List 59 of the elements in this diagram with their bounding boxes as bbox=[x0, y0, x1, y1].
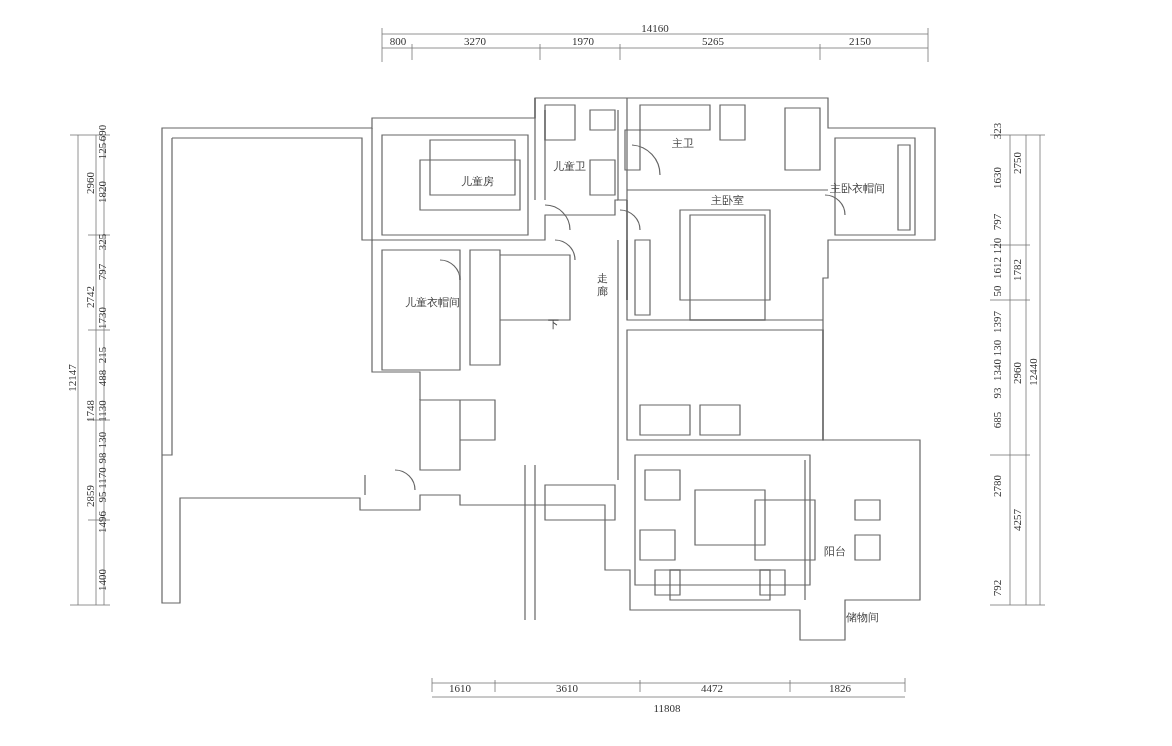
room-label: 儿童房 bbox=[460, 175, 494, 187]
dimension-label: 1130 bbox=[96, 400, 108, 422]
dimension-label: 1610 bbox=[449, 682, 471, 694]
dimension-label: 4472 bbox=[701, 682, 723, 694]
dimension-label: 1397 bbox=[991, 311, 1003, 333]
dimension-label: 488 bbox=[96, 369, 108, 387]
dimension-label: 1820 bbox=[96, 181, 108, 203]
room-label: 主卧衣帽间 bbox=[829, 182, 885, 194]
dimension-label: 1826 bbox=[829, 682, 851, 694]
dimension-label: 1496 bbox=[96, 511, 108, 533]
dimension-label: 1612 bbox=[991, 257, 1003, 279]
dimension-label: 130 bbox=[96, 431, 108, 449]
room-label: 儿童卫 bbox=[552, 160, 586, 172]
dimension-label: 130 bbox=[991, 339, 1003, 357]
room-label: 主卧室 bbox=[710, 194, 744, 206]
dimension-label: 800 bbox=[389, 35, 407, 47]
dimension-label: 95 bbox=[96, 491, 108, 503]
dimension-label: 2960 bbox=[84, 172, 96, 194]
dimension-label: 792 bbox=[991, 579, 1003, 597]
dimension-label: 1400 bbox=[96, 569, 108, 591]
room-label: 下 bbox=[547, 318, 559, 330]
dimension-label: 685 bbox=[991, 411, 1003, 429]
dimension-label: 3610 bbox=[556, 682, 578, 694]
dimension-label: 12147 bbox=[66, 364, 78, 392]
dimension-label: 98 bbox=[96, 452, 108, 464]
dimension-label: 2750 bbox=[1011, 152, 1023, 174]
dimension-label: 93 bbox=[991, 387, 1003, 399]
dimension-label: 215 bbox=[96, 346, 108, 364]
dimension-label: 125 bbox=[96, 142, 108, 160]
dimension-label: 1970 bbox=[572, 35, 594, 47]
dimension-label: 12440 bbox=[1027, 358, 1039, 386]
room-label: 主卫 bbox=[672, 137, 694, 149]
dimension-label: 1340 bbox=[991, 359, 1003, 381]
dimension-label: 2960 bbox=[1011, 362, 1023, 384]
dimension-label: 1782 bbox=[1011, 259, 1023, 281]
room-label: 阳台 bbox=[824, 545, 846, 557]
dimension-label: 325 bbox=[96, 233, 108, 251]
dimension-label: 323 bbox=[991, 122, 1003, 140]
dimension-label: 14160 bbox=[641, 22, 669, 34]
dimension-label: 5265 bbox=[702, 35, 724, 47]
dimension-label: 50 bbox=[991, 285, 1003, 297]
dimension-label: 1748 bbox=[84, 400, 96, 422]
dimension-label: 2780 bbox=[991, 475, 1003, 497]
dimension-label: 2742 bbox=[84, 286, 96, 308]
dimension-label: 1630 bbox=[991, 167, 1003, 189]
dimension-label: 1170 bbox=[96, 467, 108, 489]
room-label: 走廊 bbox=[596, 272, 608, 298]
dimension-label: 2150 bbox=[849, 35, 871, 47]
dimension-label: 2859 bbox=[84, 485, 96, 507]
dimension-label: 3270 bbox=[464, 35, 486, 47]
dimension-label: 797 bbox=[96, 263, 108, 281]
dimension-label: 690 bbox=[96, 124, 108, 142]
dimension-label: 4257 bbox=[1011, 509, 1023, 531]
dimension-label: 11808 bbox=[653, 702, 681, 714]
dimension-label: 797 bbox=[991, 213, 1003, 231]
dimension-label: 120 bbox=[991, 237, 1003, 255]
room-label: 储物间 bbox=[845, 611, 879, 623]
dimension-label: 1730 bbox=[96, 307, 108, 329]
room-label: 儿童衣帽间 bbox=[404, 296, 460, 308]
